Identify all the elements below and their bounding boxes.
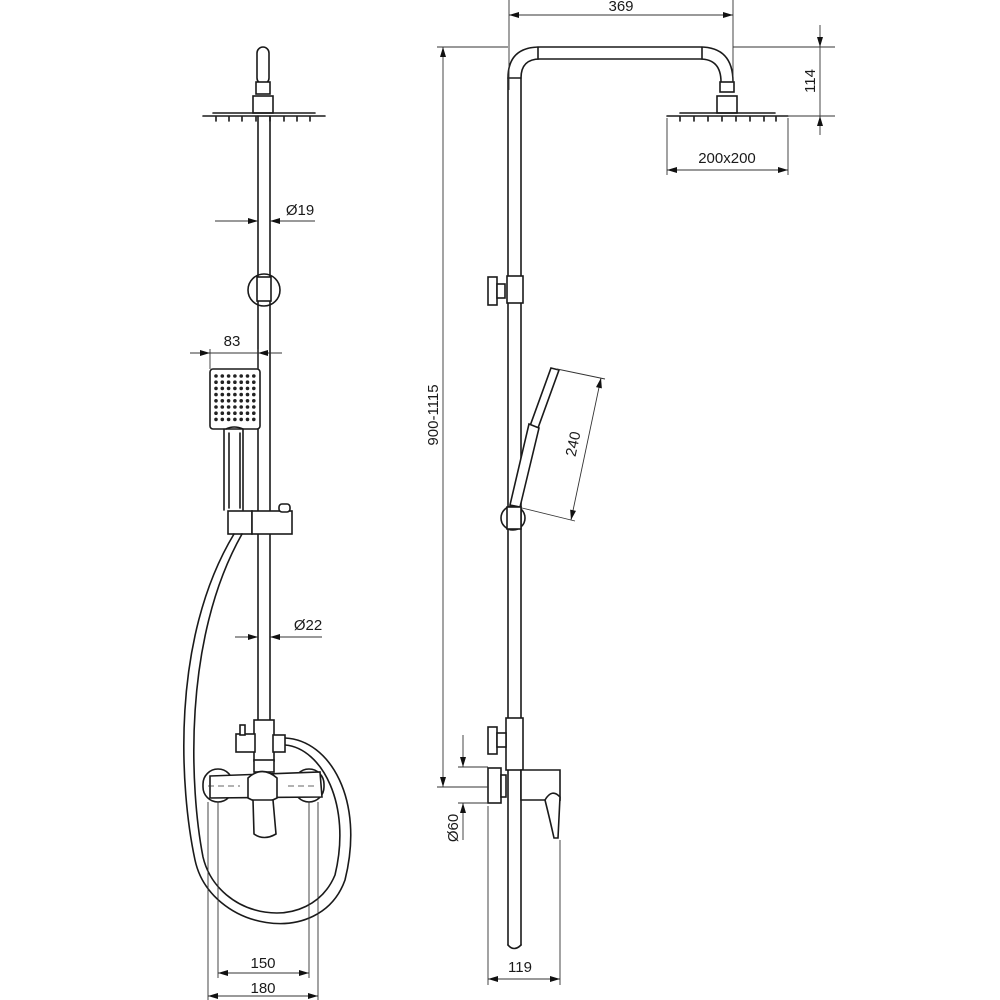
dimension-lower-rod-diameter: Ø22 (235, 617, 322, 640)
nozzle-dot (220, 392, 225, 397)
nozzle-dot (233, 374, 237, 378)
side-view: 369 114 200x200 900-1115 240 (425, 0, 835, 985)
nozzle-dot (245, 386, 250, 391)
nozzle-dot (214, 380, 218, 385)
nozzle-dot (239, 417, 243, 422)
nozzle-dot (252, 405, 256, 409)
nozzle-dot (245, 392, 250, 397)
nozzle-dot (252, 399, 256, 403)
dimension-hand-shower-length: 240 (521, 368, 606, 522)
nozzle-dot (252, 386, 256, 391)
upper-rod-diameter-label: Ø19 (286, 202, 314, 219)
nozzle-dot (239, 405, 243, 409)
rain-shower-head-side (666, 81, 789, 122)
dimension-hand-shower-width: 83 (190, 333, 282, 369)
nozzle-dot (245, 417, 250, 422)
nozzle-dot (233, 411, 237, 416)
nozzle-dot (220, 405, 225, 409)
mixer-side (487, 717, 561, 839)
nozzle-dot (239, 380, 243, 385)
nozzle-dot (252, 417, 256, 422)
hand-shower-front (209, 368, 261, 511)
nozzles (215, 116, 311, 122)
nozzle-dot (239, 411, 243, 416)
outer-spacing-label: 180 (250, 980, 275, 997)
dimension-arm-length: 369 (508, 0, 734, 90)
nozzle-dot (245, 405, 250, 409)
nozzle-dot (214, 405, 218, 409)
head-drop-label: 114 (802, 69, 819, 93)
nozzle-dot (220, 417, 225, 422)
dimension-wall-projection: 119 (487, 806, 561, 985)
mixer-front (202, 768, 325, 839)
nozzle-dot (233, 392, 237, 397)
dimension-spacing: 150 180 (207, 802, 319, 1000)
nozzle-dot (245, 399, 250, 403)
head-size-label: 200x200 (698, 150, 756, 167)
nozzle-dot (239, 386, 243, 391)
hand-shower-side (500, 367, 561, 531)
nozzle-dot (214, 392, 218, 397)
nozzle-dot (214, 386, 218, 391)
hose-front (183, 533, 352, 925)
nozzle-dot (220, 374, 225, 378)
height-range-label: 900-1115 (425, 384, 442, 445)
nozzle-dot (226, 411, 231, 416)
dimension-height-range: 900-1115 (425, 46, 508, 788)
nozzle-dot (233, 380, 237, 385)
nozzle-dot (220, 380, 225, 385)
nozzle-dot (226, 405, 231, 409)
nozzle-dot (220, 411, 225, 416)
nozzle-dot (252, 411, 256, 416)
nozzle-dot (239, 399, 243, 403)
nozzle-dot (245, 374, 250, 378)
nozzle-dot (226, 380, 231, 385)
nozzle-dot (233, 417, 237, 422)
dimension-head-size: 200x200 (666, 118, 789, 175)
arm-length-label: 369 (608, 0, 633, 15)
dimension-head-drop: 114 (733, 25, 835, 135)
diverter-front (235, 719, 286, 773)
wall-bracket-side (487, 275, 524, 306)
nozzle-dot (239, 392, 243, 397)
hand-shower-length-label: 240 (563, 430, 585, 458)
front-view: Ø19 83 Ø22 150 180 (183, 46, 352, 1000)
nozzle-dot (226, 386, 231, 391)
nozzle-dot (252, 392, 256, 397)
nozzle-dot (214, 374, 218, 378)
escutcheon-diameter-label: Ø60 (445, 814, 462, 842)
nozzle-dot (233, 399, 237, 403)
overhead-arm-side (507, 46, 734, 950)
dimension-escutcheon-diameter: Ø60 (445, 735, 488, 842)
nozzle-dot (245, 380, 250, 385)
nozzle-dot (252, 380, 256, 385)
nozzle-dot (226, 417, 231, 422)
dimension-upper-rod-diameter: Ø19 (215, 202, 315, 224)
nozzle-dot (226, 399, 231, 403)
wall-bracket-front (247, 273, 281, 307)
lower-rod-diameter-label: Ø22 (294, 617, 322, 634)
wall-projection-label: 119 (508, 959, 532, 976)
nozzle-dot (233, 386, 237, 391)
slider-front (227, 503, 293, 535)
nozzle-dot (214, 399, 218, 403)
rain-shower-head-front (202, 46, 326, 122)
nozzle-dot (214, 411, 218, 416)
nozzle-dot (239, 374, 243, 378)
nozzle-dot (214, 417, 218, 422)
nozzle-dot (245, 411, 250, 416)
nozzle-grid (214, 374, 256, 422)
nozzle-dot (226, 392, 231, 397)
nozzle-dot (233, 405, 237, 409)
hand-shower-width-label: 83 (224, 333, 241, 350)
nozzle-dot (220, 399, 225, 403)
nozzle-dot (220, 386, 225, 391)
inner-spacing-label: 150 (250, 955, 275, 972)
nozzle-dot (252, 374, 256, 378)
nozzle-dot (226, 374, 231, 378)
